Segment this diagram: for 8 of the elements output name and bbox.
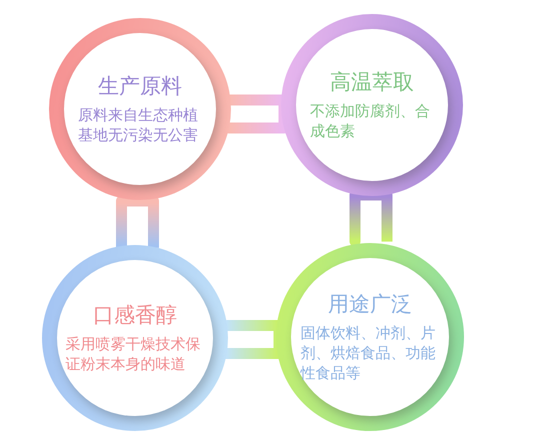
- circle-description: 采用喷雾干燥技术保证粉末本身的味道: [66, 334, 202, 374]
- circle-description: 不添加防腐剂、合成色素: [310, 101, 431, 141]
- circle-title: 用途广泛: [328, 291, 412, 317]
- circle-title: 生产原料: [98, 73, 182, 99]
- circle-title: 口感香醇: [93, 302, 177, 328]
- circle-title: 高温萃取: [330, 69, 414, 95]
- circle-description: 原料来自生态种植基地无污染无公害: [78, 105, 199, 145]
- circle-description: 固体饮料、冲剂、片剂、烘焙食品、功能性食品等: [300, 323, 436, 383]
